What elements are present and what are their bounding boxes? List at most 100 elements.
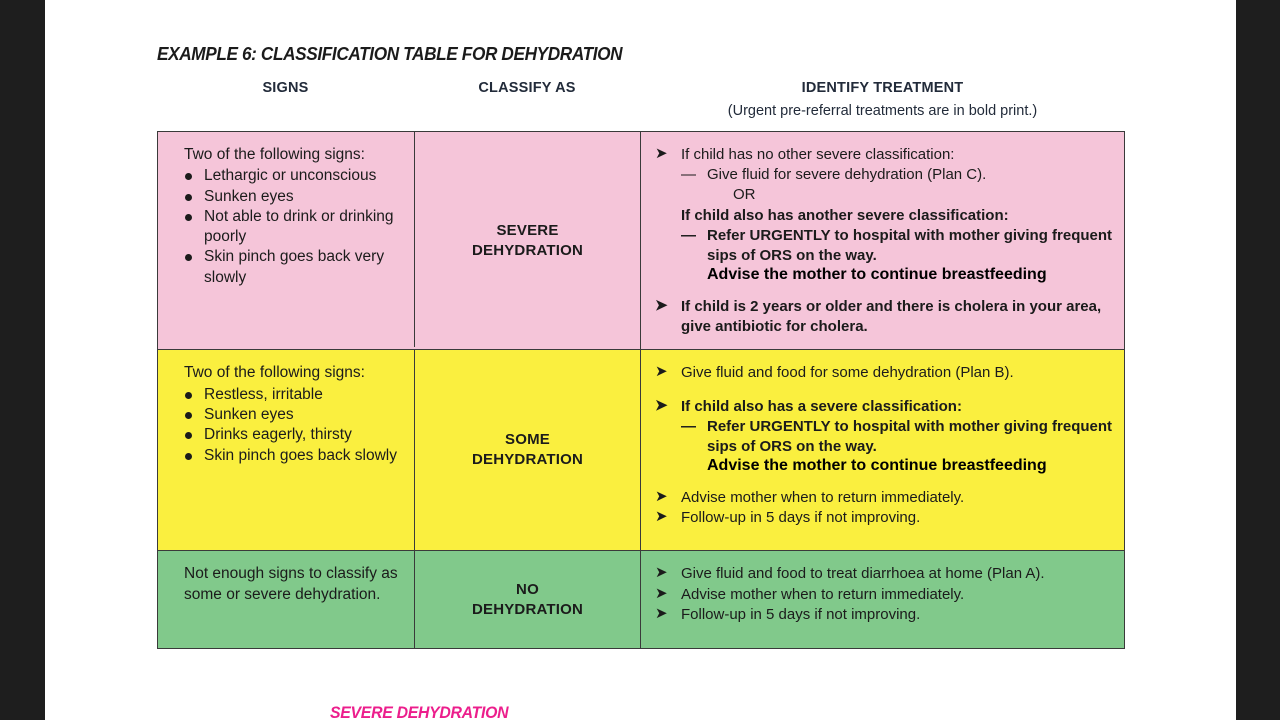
treatment-subitem-continuation: Advise the mother to continue breastfeed… [707,266,1047,284]
classify-cell-severe: SEVERE DEHYDRATION [415,132,641,350]
treatment-subtext: Refer URGENTLY to hospital with mother g… [707,417,1113,455]
page-title: EXAMPLE 6: CLASSIFICATION TABLE FOR DEHY… [157,43,623,64]
treatment-subitem-bold: — Refer URGENTLY to hospital with mother… [655,417,1116,457]
list-item: Drinks eagerly, thirsty [184,425,404,445]
classify-cell-none: NO DEHYDRATION [415,551,641,649]
treatment-group: ➤ Give fluid and food for some dehydrati… [655,363,1116,383]
treatment-text: Advise mother when to return immediately… [681,585,965,603]
sign-text: Not able to drink or drinking poorly [204,207,394,246]
treatment-item: ➤ Advise mother when to return immediate… [655,488,1116,508]
signs-cell-some: Two of the following signs: Restless, ir… [158,350,415,551]
sign-text: Sunken eyes [204,405,294,423]
sign-text: Skin pinch goes back very slowly [204,248,385,286]
bullet-dot-icon [185,254,192,262]
treatment-text: If child also has a severe classificatio… [681,397,962,415]
treatment-item: ➤ Follow-up in 5 days if not improving. [655,605,1116,625]
bullet-dot-icon [185,213,192,221]
treatment-item: ➤ If child also has a severe classificat… [655,397,1116,417]
arrow-icon: ➤ [655,604,668,622]
bullet-dot-icon [185,391,192,399]
sign-text: Skin pinch goes back slowly [204,446,397,464]
classification-line-2: DEHYDRATION [471,600,584,618]
treatment-item: ➤ Follow-up in 5 days if not improving. [655,508,1116,528]
list-item: Sunken eyes [184,187,404,207]
treatment-groups-none: ➤ Give fluid and food to treat diarrhoea… [655,564,1116,625]
arrow-icon: ➤ [655,363,668,381]
classification-label-none: NO DEHYDRATION [472,580,583,620]
arrow-icon: ➤ [655,584,668,602]
classification-line-1: SOME [505,431,550,449]
table-row-some: Two of the following signs: Restless, ir… [158,350,1124,552]
treatment-groups-some: ➤ Give fluid and food for some dehydrati… [655,363,1116,528]
signs-cell-severe: Two of the following signs: Lethargic or… [158,132,415,347]
bullet-dot-icon [185,452,192,460]
treatment-subitem-bold: — Refer URGENTLY to hospital with mother… [655,226,1116,266]
treatment-group: ➤ Give fluid and food to treat diarrhoea… [655,564,1116,625]
arrow-icon: ➤ [655,396,668,414]
treatment-text: Follow-up in 5 days if not improving. [681,605,921,623]
treatment-cell-none: ➤ Give fluid and food to treat diarrhoea… [641,551,1124,648]
treatment-subitem: — Give fluid for severe dehydration (Pla… [655,165,1116,185]
list-item: Lethargic or unconscious [184,166,404,186]
bottom-caption-severe-dehydration: SEVERE DEHYDRATION [330,703,509,720]
treatment-cell-some: ➤ Give fluid and food for some dehydrati… [641,350,1124,550]
treatment-or-line: OR [733,186,756,204]
sign-text: Sunken eyes [204,187,294,205]
classification-label-severe: SEVERE DEHYDRATION [472,221,583,261]
treatment-item: ➤ Advise mother when to return immediate… [655,585,1116,605]
treatment-item-bold: If child also has another severe classif… [681,206,1009,224]
sign-text: Restless, irritable [204,385,323,403]
dash-icon: — [681,417,696,435]
sign-text: Drinks eagerly, thirsty [204,426,352,444]
list-item: Restless, irritable [184,385,404,405]
bullet-dot-icon [185,173,192,181]
bullet-dot-icon [185,411,192,419]
treatment-text: Give fluid and food for some dehydration… [681,364,1014,382]
classification-line-2: DEHYDRATION [471,451,584,469]
signs-text-none: Not enough signs to classify as some or … [184,565,398,603]
letterbox-right [1236,0,1280,720]
list-item: Not able to drink or drinking poorly [184,207,404,248]
table-row-none: Not enough signs to classify as some or … [158,551,1124,649]
classification-line-1: SEVERE [496,221,559,239]
arrow-icon: ➤ [655,564,668,582]
classify-cell-some: SOME DEHYDRATION [415,350,641,551]
bullet-dot-icon [185,432,192,440]
column-header-treatment: IDENTIFY TREATMENT (Urgent pre-referral … [640,80,1125,119]
treatment-item: ➤ Give fluid and food to treat diarrhoea… [655,564,1116,584]
signs-cell-none: Not enough signs to classify as some or … [158,551,415,649]
treatment-group: ➤ If child is 2 years or older and there… [655,297,1116,337]
dash-icon: — [681,226,696,244]
column-header-signs: SIGNS [262,80,309,96]
arrow-icon: ➤ [655,508,668,526]
column-header-classify: CLASSIFY AS [478,80,576,96]
classification-line-2: DEHYDRATION [471,241,584,259]
treatment-item: ➤ Give fluid and food for some dehydrati… [655,363,1116,383]
classification-line-1: NO [516,580,539,598]
signs-list-severe: Lethargic or unconscious Sunken eyes Not… [184,166,404,288]
list-item: Sunken eyes [184,405,404,425]
treatment-cell-severe: ➤ If child has no other severe classific… [641,132,1124,349]
treatment-subitem-continuation: Advise the mother to continue breastfeed… [707,457,1047,475]
treatment-text: Advise mother when to return immediately… [681,489,965,507]
treatment-subtext: Refer URGENTLY to hospital with mother g… [707,226,1113,264]
sign-text: Lethargic or unconscious [204,167,377,185]
classification-label-some: SOME DEHYDRATION [472,430,583,470]
treatment-subtext: Give fluid for severe dehydration (Plan … [707,166,987,184]
arrow-icon: ➤ [655,488,668,506]
dash-icon: — [681,166,696,184]
treatment-group: ➤ If child has no other severe classific… [655,145,1116,284]
signs-lead-severe: Two of the following signs: [184,146,365,163]
arrow-icon: ➤ [655,297,668,315]
treatment-text: If child has no other severe classificat… [681,146,955,163]
treatment-group: ➤ If child also has a severe classificat… [655,397,1116,476]
table-row-severe: Two of the following signs: Lethargic or… [158,132,1124,351]
list-item: Skin pinch goes back slowly [184,446,404,466]
treatment-groups-severe: ➤ If child has no other severe classific… [655,145,1116,337]
treatment-item: ➤ If child is 2 years or older and there… [655,297,1116,337]
list-item: Skin pinch goes back very slowly [184,247,404,288]
classification-table: Two of the following signs: Lethargic or… [157,131,1125,650]
treatment-item: ➤ If child has no other severe classific… [655,145,1116,165]
